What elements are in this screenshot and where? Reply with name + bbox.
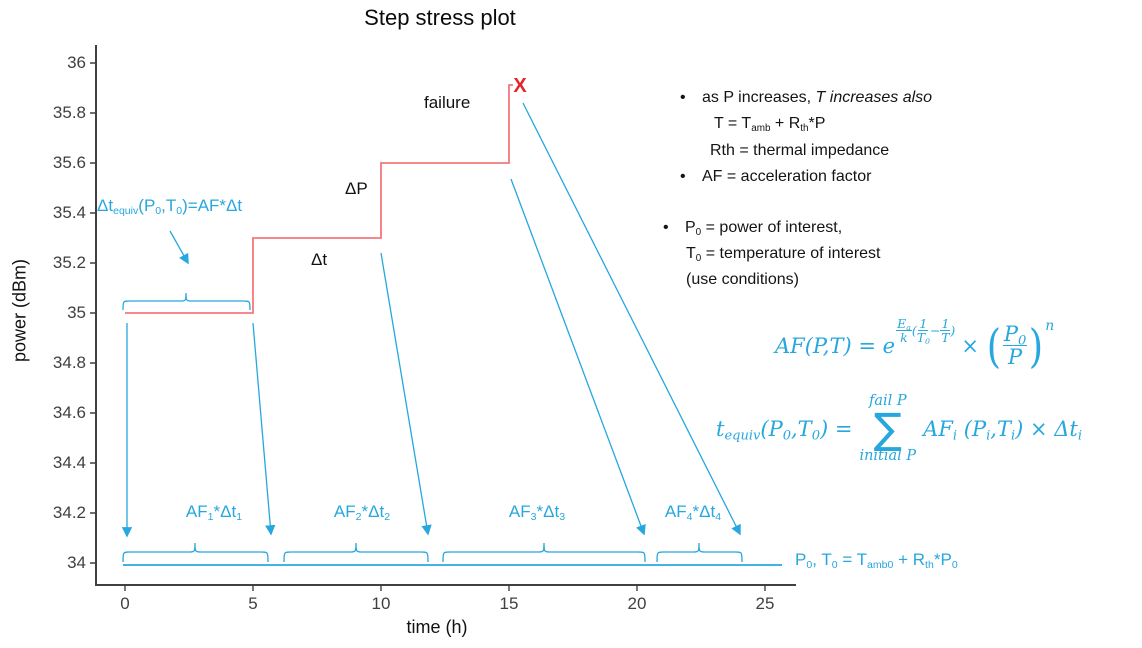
tequiv-formula: tequiv(P0,T0) = fail P∑initial P AFi (Pi… (716, 393, 1083, 465)
dt-equiv-annotation: Δtequiv(P0,T0)=AF*Δt (97, 196, 243, 217)
y-tick: 35.6 (52, 153, 86, 172)
note-line: •AF = acceleration factor (680, 168, 872, 185)
mapping-arrows (121, 102, 741, 538)
x-tick: 25 (755, 594, 775, 613)
bottom-braces (122, 542, 743, 563)
y-tick: 35 (67, 303, 86, 322)
y-tick: 34 (67, 553, 86, 572)
y-tick: 35.8 (52, 103, 86, 122)
failure-label: failure (424, 93, 471, 112)
chart-title: Step stress plot (364, 5, 516, 30)
x-tick: 10 (371, 594, 391, 613)
y-tick: 34.4 (52, 453, 86, 472)
note-line: Rth = thermal impedance (710, 142, 890, 159)
y-tick: 35.2 (52, 253, 86, 272)
x-tick: 15 (499, 594, 519, 613)
x-axis-label: time (h) (406, 617, 468, 637)
y-tick: 34.6 (52, 403, 86, 422)
y-tick: 35.4 (52, 203, 86, 222)
stress-step-line (125, 84, 513, 314)
axes-lines (90, 45, 796, 591)
y-tick: 34.2 (52, 503, 86, 522)
af2-dt2-label: AF2*Δt2 (333, 502, 391, 523)
note-line: •P0 = power of interest, (663, 219, 843, 238)
x-tick: 0 (120, 594, 130, 613)
x-tick: 5 (248, 594, 258, 613)
af4-dt4-label: AF4*Δt4 (664, 502, 722, 523)
note-line: (use conditions) (686, 271, 799, 288)
y-axis-label: power (dBm) (9, 258, 30, 363)
upper-brace (122, 292, 251, 311)
x-tick: 20 (627, 594, 647, 613)
delta-p-label: ΔP (345, 179, 368, 198)
y-tick: 34.8 (52, 353, 86, 372)
note-line: •as P increases, T increases also (680, 89, 933, 106)
y-tick: 36 (67, 53, 86, 72)
use-condition-note: P0, T0 = Tamb0 + Rth*P0 (795, 550, 958, 571)
delta-t-label: Δt (311, 250, 328, 269)
af3-dt3-label: AF3*Δt3 (508, 502, 566, 523)
note-line: T = Tamb + Rth*P (714, 115, 826, 134)
failure-x-marker: X (513, 75, 527, 97)
af1-dt1-label: AF1*Δt1 (185, 502, 243, 523)
note-line: T0 = temperature of interest (686, 245, 881, 264)
